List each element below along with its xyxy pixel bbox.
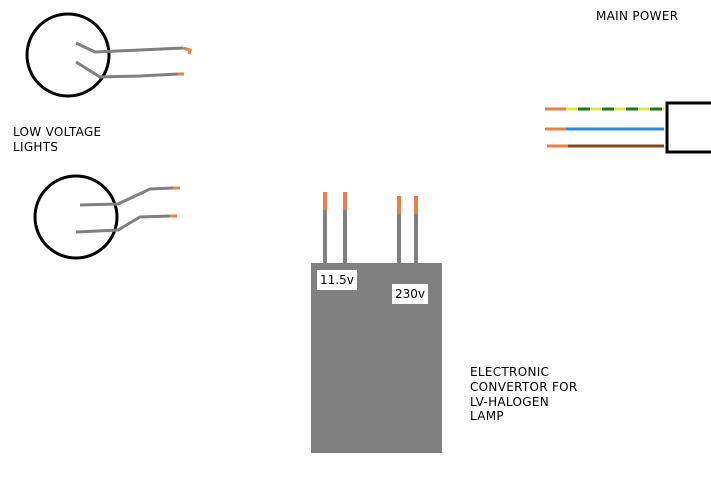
low-voltage-label-line1: LOW VOLTAGE xyxy=(13,125,102,139)
lamp-1-wire-lower xyxy=(75,60,179,79)
convertor-label-line3: LV-HALOGEN xyxy=(470,395,549,409)
input-voltage-label: 230v xyxy=(392,284,429,304)
low-voltage-label-line2: LIGHTS xyxy=(13,140,59,154)
lamp-2-bulb xyxy=(33,174,119,260)
lamp-1-bulb xyxy=(25,12,111,98)
plug-body xyxy=(665,101,711,154)
main-power-plug xyxy=(545,101,711,154)
convertor-label-line2: CONVERTOR FOR xyxy=(470,380,578,394)
convertor xyxy=(311,192,442,453)
main-power-label: MAIN POWER xyxy=(596,9,679,23)
convertor-label-line4: LAMP xyxy=(470,409,504,423)
lamp-1-wire-upper xyxy=(75,41,184,54)
output-voltage-label: 11.5v xyxy=(317,270,357,290)
lamp-2-wire-lower xyxy=(75,214,171,234)
convertor-label-line1: ELECTRONIC xyxy=(470,365,550,379)
lamp-2-wire-upper xyxy=(79,186,174,207)
lamp-1-wire-upper-tip xyxy=(182,46,192,55)
lamp-2 xyxy=(33,174,180,260)
lamp-1 xyxy=(25,12,192,98)
